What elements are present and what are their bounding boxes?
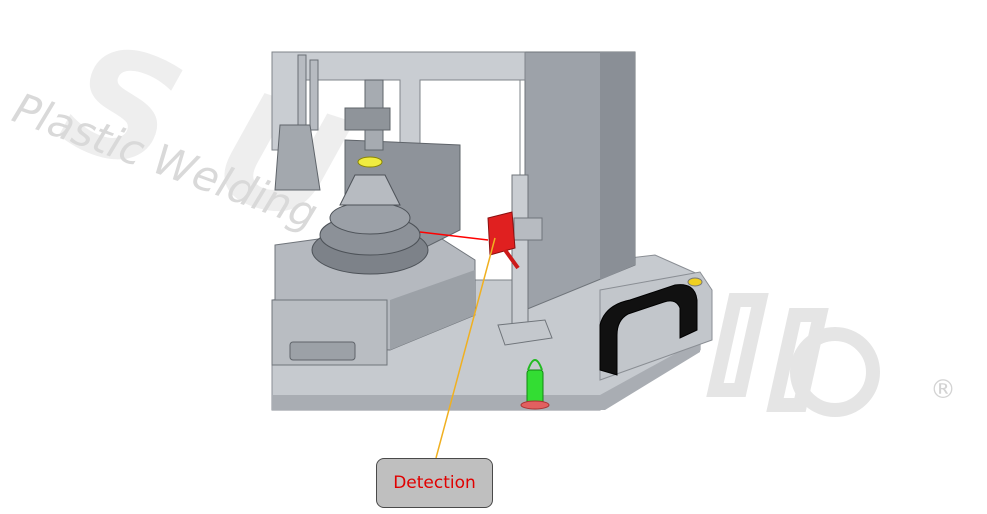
sensor-pole	[511, 174, 529, 336]
callout-leader	[435, 237, 496, 459]
carry-handle	[599, 284, 698, 376]
knob-base	[520, 400, 550, 410]
registered-mark: ®	[930, 375, 956, 405]
watermark-right-letters	[706, 293, 880, 417]
drawer-handle	[289, 341, 356, 361]
left-cylinder	[274, 124, 321, 191]
tower-column-face	[600, 52, 635, 280]
pole-base	[497, 319, 553, 346]
left-rod-2	[309, 59, 319, 131]
green-knob-loop	[527, 359, 543, 371]
left-rod-1	[297, 54, 307, 126]
detection-label: Detection	[393, 473, 476, 493]
detection-callout: Detection	[376, 458, 493, 508]
base-plate-edge	[272, 340, 700, 410]
press-head	[344, 107, 391, 131]
sensor-cable	[503, 248, 520, 270]
green-knob	[526, 369, 544, 406]
platform-side	[390, 270, 475, 350]
part-cone	[339, 174, 401, 206]
pole-clamp	[513, 217, 543, 241]
part-top-ring	[357, 156, 383, 168]
yellow-screw	[687, 277, 703, 287]
photoelectric-sensor	[487, 211, 516, 256]
sensor-beam	[419, 231, 489, 241]
part-tier-3	[329, 201, 411, 235]
machine-illustration	[271, 51, 713, 411]
